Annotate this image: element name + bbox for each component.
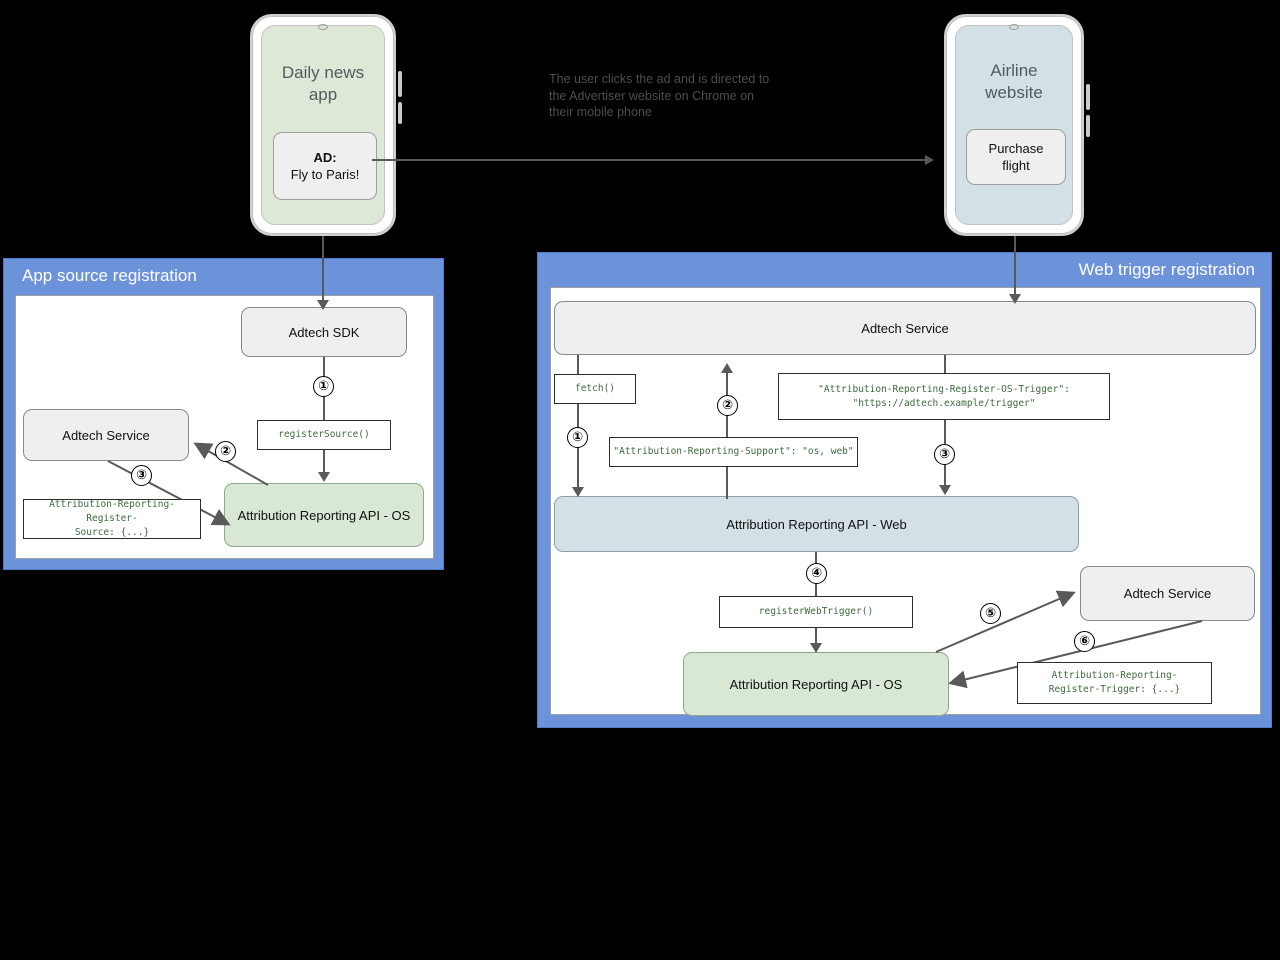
phone-volume-button xyxy=(398,71,402,97)
codebox-register-source-header: Attribution-Reporting-Register- Source: … xyxy=(23,499,201,539)
node-right-attribution-reporting-api-os[interactable]: Attribution Reporting API - OS xyxy=(683,652,949,716)
purchase-flight-line1: Purchase xyxy=(988,141,1044,156)
panel-left-title: App source registration xyxy=(22,266,197,285)
codebox-register-source: registerSource() xyxy=(257,420,391,450)
codebox-fetch: fetch() xyxy=(554,374,636,404)
registerwebtrigger-to-osapi-connector xyxy=(815,628,817,649)
advertiser-phone-screen xyxy=(955,25,1073,225)
phone-volume-button-2 xyxy=(1086,84,1090,110)
publisher-phone: Daily news app AD: Fly to Paris! xyxy=(250,14,402,236)
advertiser-to-panel-connector xyxy=(1014,236,1016,300)
advertiser-phone-title: Airline website xyxy=(985,61,1043,102)
codebox-register-web-trigger: registerWebTrigger() xyxy=(719,596,913,628)
codebox-os-trigger-header: "Attribution-Reporting-Register-OS-Trigg… xyxy=(778,373,1110,420)
panel-right-title: Web trigger registration xyxy=(1078,260,1255,279)
step-badge-left-1: ① xyxy=(313,376,334,397)
step-badge-left-3: ③ xyxy=(131,465,152,486)
node-attribution-reporting-api-web[interactable]: Attribution Reporting API - Web xyxy=(554,496,1079,552)
phone-camera-icon-2 xyxy=(1009,24,1019,30)
step-badge-right-1: ① xyxy=(567,427,588,448)
purchase-flight-line2: flight xyxy=(1002,158,1030,173)
ad-card-label: AD: xyxy=(313,150,337,165)
ad-card-text: Fly to Paris! xyxy=(290,167,360,182)
codebox-support-header: "Attribution-Reporting-Support": "os, we… xyxy=(609,437,858,467)
phone-power-button-2 xyxy=(1086,115,1090,137)
publisher-phone-title: Daily news app xyxy=(281,63,365,104)
registersource-to-osapi-arrowhead xyxy=(318,472,330,482)
step-badge-right-6: ⑥ xyxy=(1074,631,1095,652)
service-to-ostrigger-connector xyxy=(944,355,946,374)
step-badge-left-2: ② xyxy=(215,441,236,462)
purchase-flight-card[interactable]: Purchase flight xyxy=(966,129,1066,185)
node-left-adtech-service[interactable]: Adtech Service xyxy=(23,409,189,461)
node-left-attribution-reporting-api-os[interactable]: Attribution Reporting API - OS xyxy=(224,483,424,547)
phone-camera-icon xyxy=(318,24,328,30)
advertiser-phone: Airline website Purchase flight xyxy=(944,14,1090,236)
registersource-to-osapi-connector xyxy=(323,450,325,478)
ostrigger-to-webapi-arrowhead xyxy=(939,485,951,495)
service-to-fetch-connector xyxy=(577,355,579,375)
node-adtech-sdk[interactable]: Adtech SDK xyxy=(241,307,407,357)
phone-power-button xyxy=(398,102,402,124)
node-right-adtech-service-bottom[interactable]: Adtech Service xyxy=(1080,566,1255,621)
ad-card[interactable]: AD: Fly to Paris! xyxy=(273,132,377,200)
step-badge-right-5: ⑤ xyxy=(980,603,1001,624)
fetch-to-webapi-connector xyxy=(577,404,579,494)
node-right-adtech-service-top[interactable]: Adtech Service xyxy=(554,301,1256,355)
publisher-to-panel-arrowhead xyxy=(317,300,329,310)
codebox-register-trigger-header: Attribution-Reporting- Register-Trigger:… xyxy=(1017,662,1212,704)
support-to-service-arrowhead xyxy=(721,363,733,373)
step-badge-right-3: ③ xyxy=(934,444,955,465)
flow-caption: The user clicks the ad and is directed t… xyxy=(549,72,770,119)
fetch-to-webapi-arrowhead xyxy=(572,487,584,497)
advertiser-to-panel-arrowhead xyxy=(1009,294,1021,304)
registerwebtrigger-to-osapi-arrowhead xyxy=(810,643,822,653)
ad-click-arrowhead xyxy=(925,155,934,165)
step-badge-right-2: ② xyxy=(717,395,738,416)
step-badge-right-4: ④ xyxy=(806,563,827,584)
publisher-to-panel-connector xyxy=(322,236,324,306)
ad-click-connector xyxy=(372,159,927,161)
webapi-to-support-connector xyxy=(726,454,728,499)
